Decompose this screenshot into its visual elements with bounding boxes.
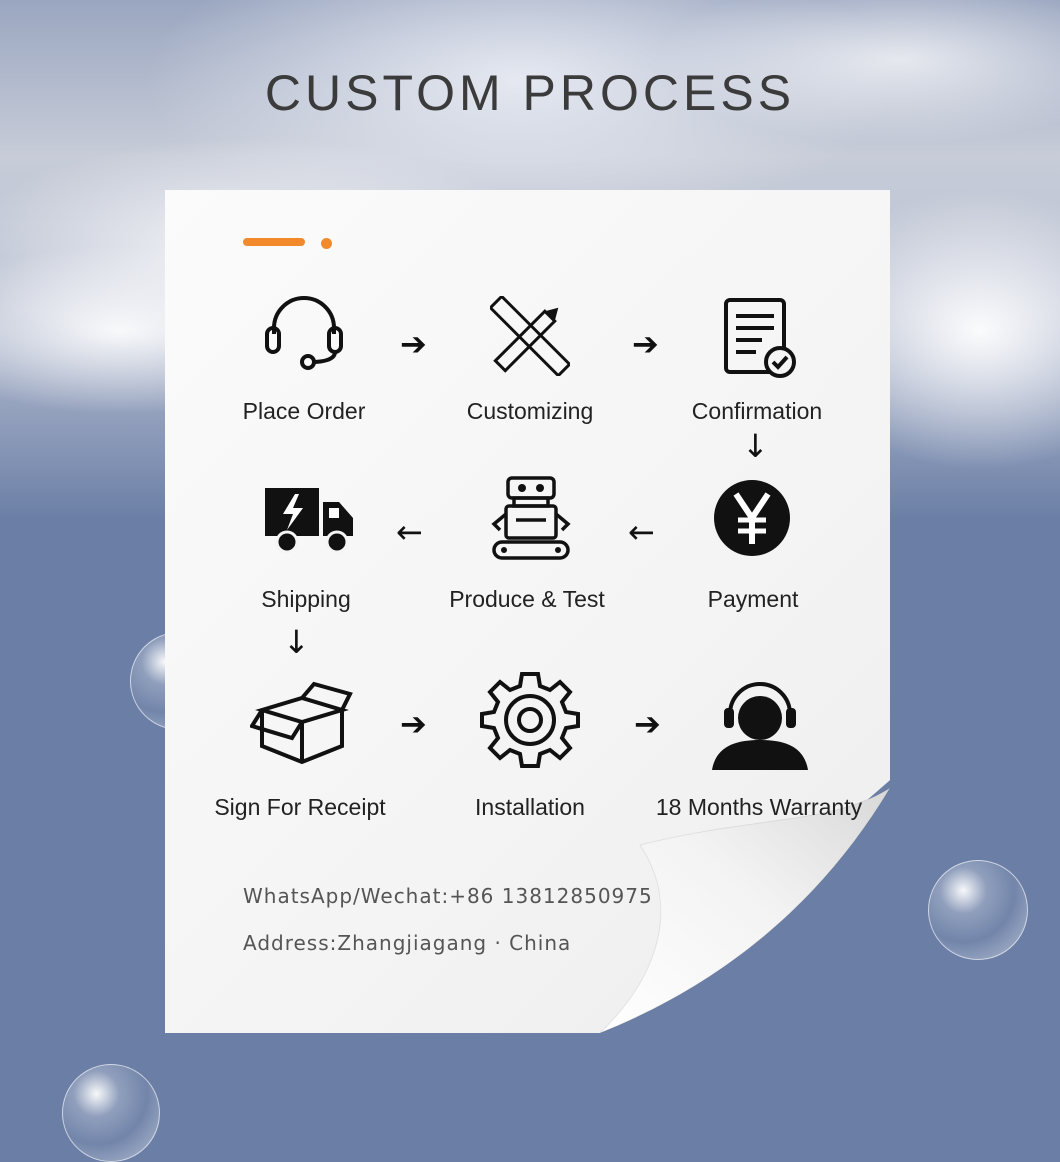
step-label-shipping: Shipping bbox=[261, 586, 351, 612]
page-curl bbox=[600, 787, 891, 1034]
step-label-sign-for-receipt: Sign For Receipt bbox=[214, 794, 386, 820]
arrow-right-icon: ➔ bbox=[632, 325, 659, 363]
step-label-confirmation: Confirmation bbox=[691, 398, 823, 424]
bubble-decoration bbox=[62, 1064, 160, 1162]
truck-icon bbox=[265, 488, 353, 554]
headset-icon bbox=[265, 296, 343, 370]
open-box-icon bbox=[250, 681, 353, 765]
step-label-payment: Payment bbox=[707, 586, 799, 612]
accent-bar bbox=[243, 238, 305, 246]
page-title: CUSTOM PROCESS bbox=[264, 65, 796, 121]
arrow-down-icon: ↓ bbox=[283, 623, 310, 661]
arrow-right-icon: ➔ bbox=[400, 705, 427, 743]
support-agent-icon bbox=[712, 682, 808, 770]
step-label-produce-test: Produce & Test bbox=[449, 586, 605, 612]
arrow-left-icon: ← bbox=[396, 513, 423, 551]
arrow-right-icon: ➔ bbox=[400, 325, 427, 363]
accent-dot bbox=[321, 238, 332, 249]
pencil-ruler-icon bbox=[490, 296, 570, 376]
yen-coin-icon bbox=[714, 480, 790, 556]
robot-icon bbox=[491, 476, 571, 560]
document-check-icon bbox=[724, 298, 796, 378]
step-label-warranty: 18 Months Warranty bbox=[655, 794, 863, 820]
step-label-installation: Installation bbox=[475, 794, 585, 820]
arrow-right-icon: ➔ bbox=[634, 705, 661, 743]
arrow-left-icon: ← bbox=[628, 513, 655, 551]
arrow-down-icon: ↓ bbox=[742, 427, 769, 465]
bubble-decoration bbox=[928, 860, 1028, 960]
step-label-customizing: Customizing bbox=[466, 398, 594, 424]
step-label-place-order: Place Order bbox=[242, 398, 366, 424]
gear-icon bbox=[480, 672, 580, 768]
whatsapp-contact: WhatsApp/Wechat:+86 13812850975 bbox=[243, 884, 653, 908]
address-contact: Address:Zhangjiagang · China bbox=[243, 931, 572, 955]
